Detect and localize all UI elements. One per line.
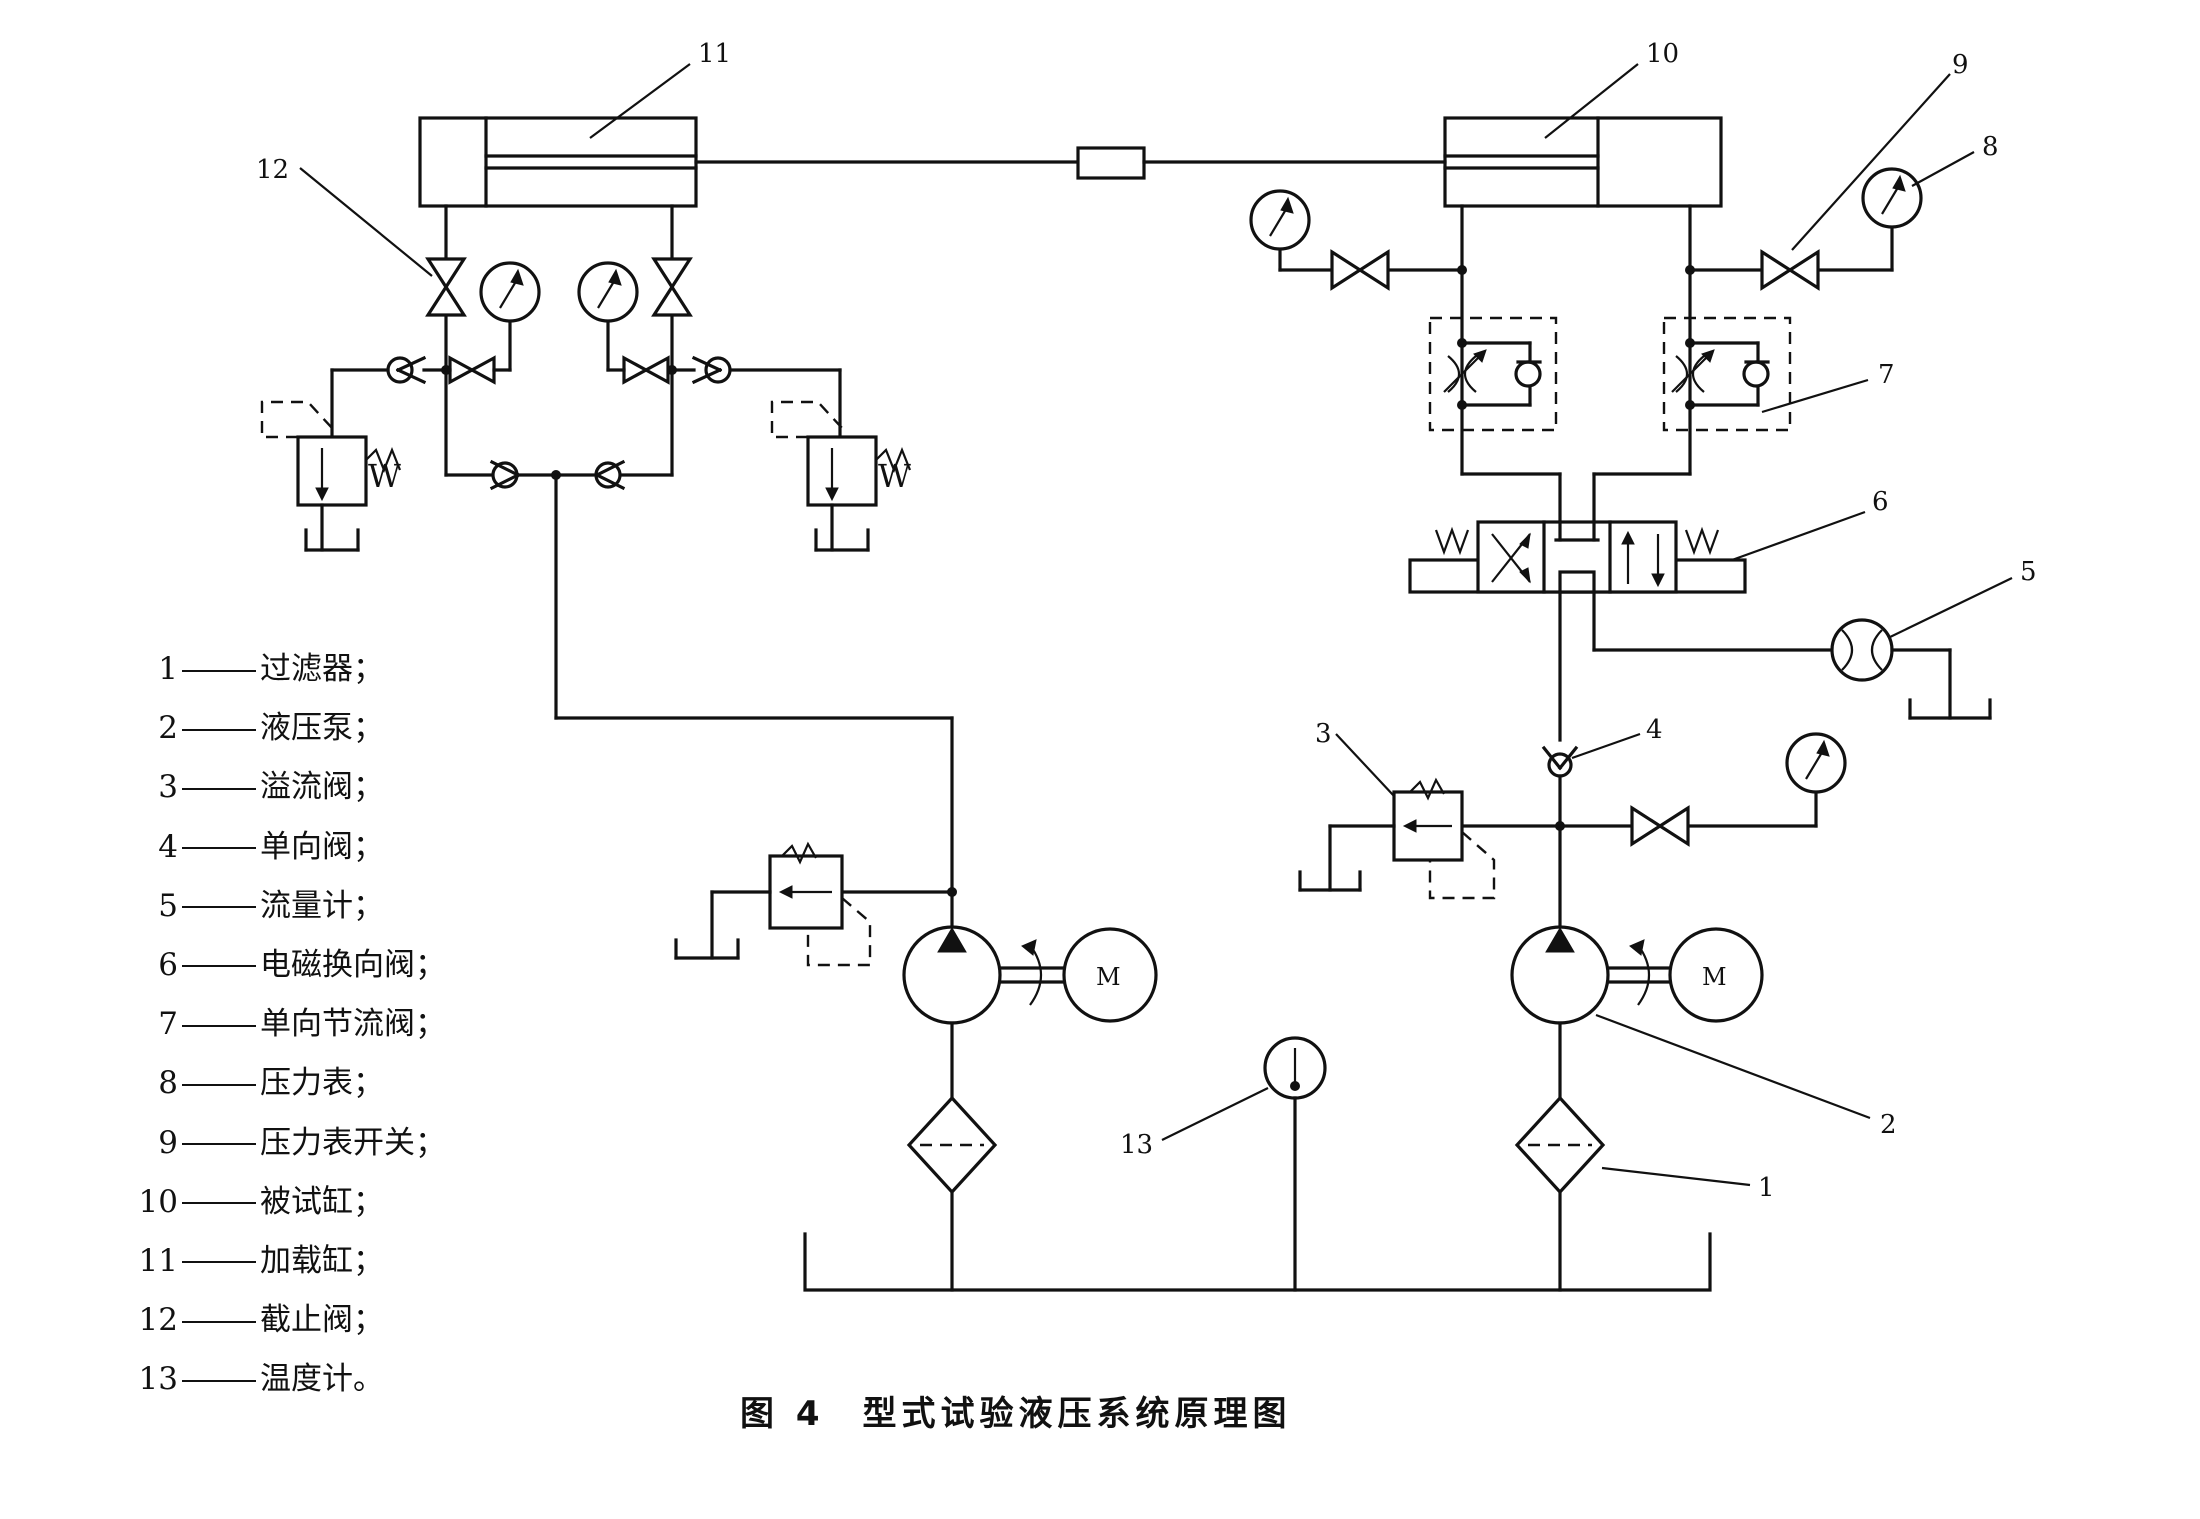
thermometer-13: [1263, 1036, 1327, 1292]
label-6: 6: [1872, 487, 1889, 517]
figure-title: 型式试验液压系统原理图: [862, 1394, 1292, 1434]
label-8: 8: [1982, 132, 1999, 162]
rod-coupling: [694, 146, 1447, 180]
label-13: 13: [1120, 1130, 1153, 1160]
left-pump-group: [674, 841, 1158, 1292]
figure-number: 图 4: [740, 1394, 825, 1434]
label-10: 10: [1646, 39, 1679, 69]
directional-valve-6: [1408, 520, 1832, 742]
figure-caption: 图 4 型式试验液压系统原理图: [740, 1386, 1292, 1435]
leader-lines: [299, 63, 2013, 1187]
label-4: 4: [1646, 715, 1663, 745]
label-2: 2: [1880, 1110, 1897, 1140]
motor-label-left: M: [1096, 963, 1121, 991]
label-1: 1: [1758, 1173, 1775, 1203]
loading-cylinder-11: [418, 116, 698, 208]
label-5: 5: [2020, 557, 2037, 587]
stop-valve-12-right: [652, 257, 692, 317]
spring-label-left: W: [368, 457, 401, 495]
label-3-right: 3: [1315, 719, 1332, 749]
flow-meter-5: [1830, 618, 1992, 720]
right-test-circuit: [1249, 167, 1923, 524]
test-cylinder-10: [1443, 116, 1723, 208]
motor-label-right: M: [1702, 963, 1727, 991]
label-9: 9: [1952, 50, 1969, 80]
spring-label-right: W: [878, 457, 911, 495]
stop-valve-12-left: [426, 257, 466, 317]
check-valve-bottom-left: [491, 461, 519, 489]
label-11: 11: [698, 39, 731, 69]
component-labels: 11 10 9 8 12 7 6 5 4 3 2 1 13 M M W W: [256, 39, 2037, 1203]
label-7: 7: [1878, 360, 1895, 390]
right-pressure-branch: [1298, 732, 1847, 927]
oil-tank: [803, 1232, 1712, 1292]
label-12: 12: [256, 155, 289, 185]
right-pump-group: [1510, 925, 1764, 1292]
